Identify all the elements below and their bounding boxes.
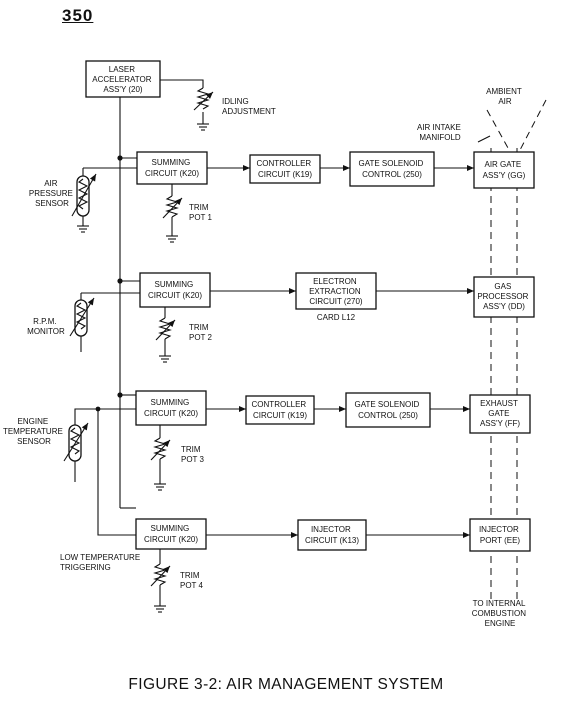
summing-circuit-1-label: SUMMING CIRCUIT (K20): [145, 158, 199, 178]
exhaust-gate-assembly-label: EXHAUST GATE ASS'Y (FF): [480, 399, 520, 428]
trim-pot-3-label: TRIM POT 3: [181, 445, 205, 464]
injector-circuit: [297, 519, 367, 551]
controller-circuit-1: [249, 154, 321, 184]
summing-circuit-3-label: SUMMING CIRCUIT (K20): [144, 398, 198, 418]
gas-processor-assembly: [473, 276, 535, 318]
signal-bus: [117, 96, 140, 509]
engine-temperature-sensor-label: ENGINE TEMPERATURE SENSOR: [3, 417, 65, 446]
exhaust-gate-assembly: [469, 394, 531, 434]
summing-circuit-2: [139, 272, 211, 308]
page-number: 350: [62, 6, 94, 25]
gate-solenoid-control-3-label: GATE SOLENOID CONTROL (250): [355, 400, 422, 420]
idling-adjustment-label: IDLING ADJUSTMENT: [222, 97, 276, 116]
injector-port: [469, 518, 531, 552]
laser-accelerator-label: LASER ACCELERATOR ASS'Y (20): [92, 65, 154, 94]
gas-processor-assembly-label: GAS PROCESSOR ASS'Y (DD): [477, 282, 530, 311]
summing-circuit-4: [135, 518, 207, 550]
air-gate-assembly: [473, 151, 535, 189]
trim-pot-2-label: TRIM POT 2: [189, 323, 213, 342]
row-low-temperature: SUMMING CIRCUIT (K20) LOW TEMPERATURE TR…: [60, 409, 531, 613]
ambient-air-label: AMBIENT AIR: [486, 87, 524, 106]
summing-circuit-3: [135, 390, 207, 426]
gate-solenoid-control-1: [349, 151, 435, 187]
figure-caption: FIGURE 3-2: AIR MANAGEMENT SYSTEM: [128, 676, 444, 693]
gate-solenoid-control-1-label: GATE SOLENOID CONTROL (250): [359, 159, 426, 179]
air-pressure-sensor: AIR PRESSURE SENSOR: [29, 167, 137, 233]
air-gate-assembly-label: AIR GATE ASS'Y (GG): [483, 160, 526, 180]
injector-port-label: INJECTOR PORT (EE): [479, 525, 521, 545]
engine-temperature-sensor: ENGINE TEMPERATURE SENSOR: [3, 406, 136, 482]
air-pressure-sensor-label: AIR PRESSURE SENSOR: [29, 179, 75, 208]
electron-extraction-circuit: [295, 272, 377, 310]
row-air-pressure: AIR PRESSURE SENSOR SUMMING CIRCUIT (K20…: [29, 151, 535, 243]
controller-circuit-3: [245, 395, 315, 425]
summing-circuit-1: [136, 151, 208, 185]
summing-circuit-2-label: SUMMING CIRCUIT (K20): [148, 280, 202, 300]
electron-extraction-circuit-label: ELECTRON EXTRACTION CIRCUIT (270): [309, 277, 363, 306]
laser-accelerator-block: LASER ACCELERATOR ASS'Y (20): [85, 60, 161, 98]
card-note: CARD L12: [317, 313, 356, 322]
trim-pot-1: TRIM POT 1: [162, 184, 213, 243]
trim-pot-3: TRIM POT 3: [150, 425, 205, 491]
gate-solenoid-control-3: [345, 392, 431, 428]
controller-circuit-3-label: CONTROLLER CIRCUIT (K19): [252, 400, 309, 420]
engine-destination-label: TO INTERNAL COMBUSTION ENGINE: [472, 599, 528, 628]
injector-circuit-label: INJECTOR CIRCUIT (K13): [305, 525, 359, 545]
rpm-monitor-sensor: R.P.M. MONITOR: [27, 292, 140, 352]
trim-pot-4: TRIM POT 4: [150, 549, 204, 613]
rpm-monitor-label: R.P.M. MONITOR: [27, 317, 65, 336]
row-engine-temperature: ENGINE TEMPERATURE SENSOR SUMMING CIRCUI…: [3, 390, 531, 491]
summing-circuit-4-label: SUMMING CIRCUIT (K20): [144, 524, 198, 544]
trim-pot-2: TRIM POT 2: [155, 307, 213, 363]
air-intake-manifold-label: AIR INTAKE MANIFOLD: [417, 123, 463, 142]
low-temperature-triggering-label: LOW TEMPERATURE TRIGGERING: [60, 553, 142, 572]
trim-pot-4-label: TRIM POT 4: [180, 571, 204, 590]
trim-pot-1-label: TRIM POT 1: [189, 203, 213, 222]
row-rpm: R.P.M. MONITOR SUMMING CIRCUIT (K20) TRI…: [27, 272, 535, 363]
controller-circuit-1-label: CONTROLLER CIRCUIT (K19): [257, 159, 314, 179]
idling-adjustment-pot: IDLING ADJUSTMENT: [160, 79, 276, 131]
